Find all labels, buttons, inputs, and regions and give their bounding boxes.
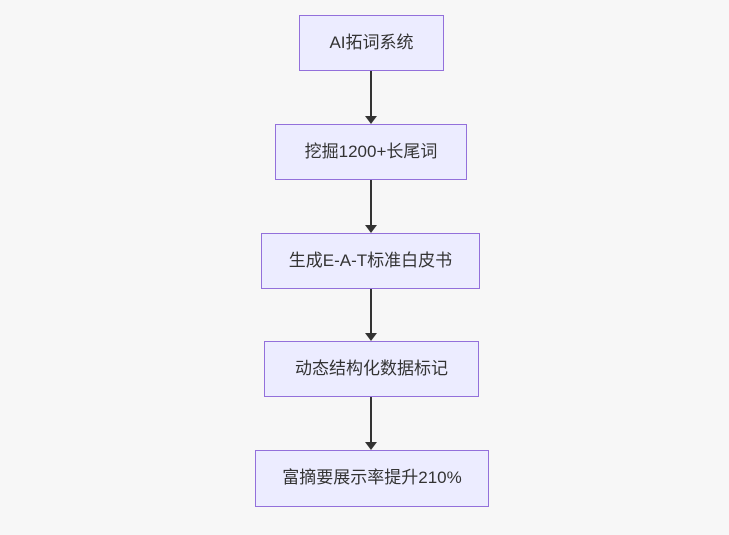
flow-node-label: 动态结构化数据标记: [295, 358, 448, 378]
flow-edge-4: [365, 397, 377, 450]
arrow-head-icon: [365, 225, 377, 233]
arrow-head-icon: [365, 442, 377, 450]
arrow-line: [370, 180, 372, 225]
flow-node-eat-whitepaper: 生成E-A-T标准白皮书: [261, 233, 480, 289]
flow-node-structured-data-markup: 动态结构化数据标记: [264, 341, 479, 397]
flow-node-rich-snippet-result: 富摘要展示率提升210%: [255, 450, 489, 507]
flow-edge-3: [365, 289, 377, 341]
arrow-head-icon: [365, 116, 377, 124]
arrow-line: [370, 397, 372, 442]
flow-node-longtail-mining: 挖掘1200+长尾词: [275, 124, 467, 180]
flow-node-label: 挖掘1200+长尾词: [304, 141, 438, 161]
arrow-line: [370, 289, 372, 333]
flow-node-ai-keyword-system: AI拓词系统: [299, 15, 444, 71]
flow-node-label: 富摘要展示率提升210%: [282, 468, 462, 488]
flow-node-label: AI拓词系统: [329, 32, 414, 52]
arrow-head-icon: [365, 333, 377, 341]
flow-node-label: 生成E-A-T标准白皮书: [288, 250, 453, 270]
flow-edge-1: [365, 71, 377, 124]
arrow-line: [370, 71, 372, 116]
flow-edge-2: [365, 180, 377, 233]
